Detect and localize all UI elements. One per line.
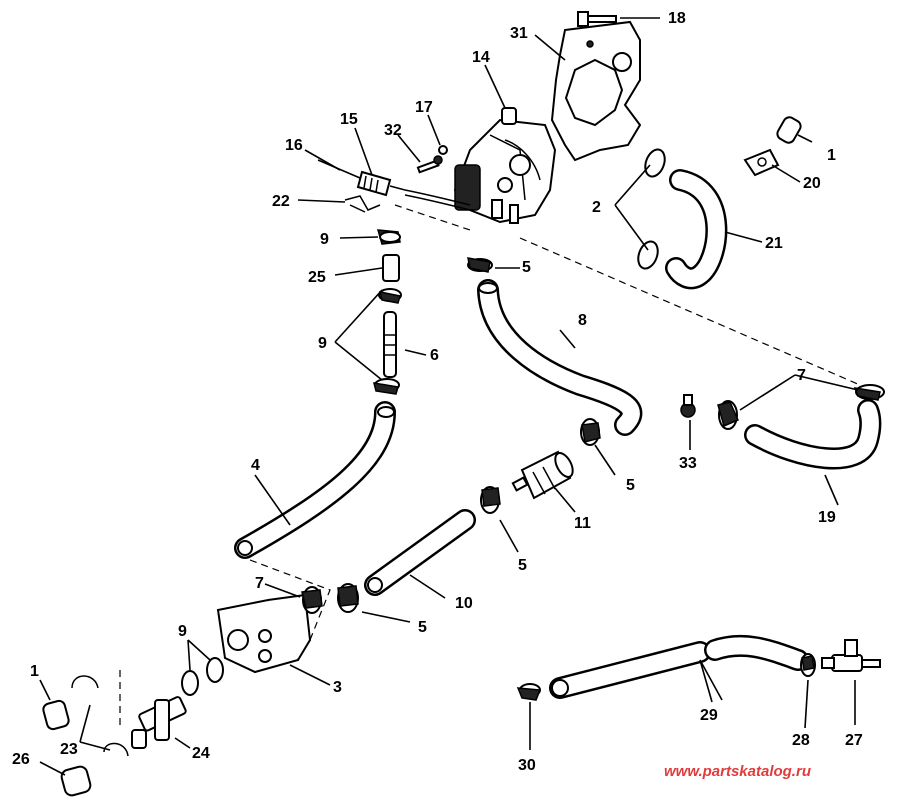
callout-26: 26	[12, 751, 30, 768]
tee-connector-24	[131, 696, 187, 749]
sleeve-25	[382, 254, 400, 282]
assembly-dash-lines	[119, 204, 861, 730]
watermark: www.partskatalog.ru	[664, 763, 811, 780]
clamp-30	[516, 683, 542, 701]
callout-4: 4	[251, 457, 260, 474]
cap-1-top	[776, 116, 802, 144]
callout-8: 8	[578, 312, 587, 329]
cap-1-lower	[42, 699, 70, 731]
hose-10	[364, 509, 476, 596]
callout-9-lower: 9	[178, 623, 187, 640]
callout-7-lower: 7	[255, 575, 264, 592]
callout-1-top: 1	[827, 147, 836, 164]
tank-connector-3	[216, 593, 312, 674]
callout-15: 15	[340, 111, 358, 128]
cap-26	[60, 765, 92, 797]
callout-31: 31	[510, 25, 528, 42]
callout-labels: 18 31 14 17 15 32 16 22 9 25 9 6 5 8 1 2…	[12, 10, 863, 774]
callout-1-lower: 1	[30, 663, 39, 680]
fuel-pump-assembly	[453, 107, 557, 224]
clamp-7-right-lower	[717, 400, 739, 430]
callout-5-filter-left: 5	[518, 557, 527, 574]
callout-28: 28	[792, 732, 810, 749]
clamp-9-top	[376, 229, 401, 245]
clip-22	[344, 195, 381, 213]
clamp-9-lower-b	[206, 657, 224, 683]
screw-32	[416, 155, 443, 174]
callout-27: 27	[845, 732, 863, 749]
screw-33	[680, 394, 696, 418]
callout-18: 18	[668, 10, 686, 27]
fitting-20	[743, 148, 780, 177]
callout-20: 20	[803, 175, 821, 192]
callout-23: 23	[60, 741, 78, 758]
clamp-5-lower	[337, 583, 359, 613]
callout-5-top: 5	[522, 259, 531, 276]
callout-5-filter-right: 5	[626, 477, 635, 494]
connector-6	[383, 311, 397, 378]
clamp-7-right-upper	[853, 384, 885, 401]
hose-29	[549, 634, 809, 699]
callout-17: 17	[415, 99, 433, 116]
callout-3: 3	[333, 679, 342, 696]
clamp-7-lower	[301, 586, 323, 614]
callout-11: 11	[574, 515, 591, 532]
valve-27	[821, 639, 881, 672]
leader-lines	[39, 17, 859, 776]
clamp-9-low	[372, 378, 400, 395]
washer-17	[438, 145, 448, 155]
hose-21	[665, 169, 728, 290]
callout-14: 14	[472, 49, 490, 66]
callout-9-top: 9	[320, 231, 329, 248]
callout-10: 10	[455, 595, 473, 612]
clamp-5-filter-right	[580, 418, 601, 446]
callout-2: 2	[592, 199, 601, 216]
callout-16: 16	[285, 137, 303, 154]
clamp-5-filter-left	[480, 486, 501, 514]
clamp-2-lower	[637, 240, 659, 270]
clamp-28	[800, 653, 816, 677]
callout-9-mid: 9	[318, 335, 327, 352]
callout-33: 33	[679, 455, 697, 472]
clamp-5-top	[467, 257, 493, 273]
callout-30: 30	[518, 757, 536, 774]
callout-5-lower: 5	[418, 619, 427, 636]
fitting-15	[356, 170, 406, 197]
callout-29: 29	[700, 707, 718, 724]
hose-8	[477, 279, 643, 436]
callout-6: 6	[430, 347, 439, 364]
callout-7-right: 7	[797, 367, 806, 384]
callout-19: 19	[818, 509, 836, 526]
callout-25: 25	[308, 269, 326, 286]
fuel-filter-11	[511, 450, 574, 500]
mounting-plate	[550, 20, 642, 162]
clamp-2-upper	[644, 148, 666, 178]
hose-4	[234, 401, 396, 559]
clamp-9-mid	[378, 288, 402, 304]
callout-24: 24	[192, 745, 210, 762]
callout-22: 22	[272, 193, 290, 210]
clamp-9-lower-a	[181, 670, 199, 696]
hose-19	[744, 399, 882, 470]
callout-21: 21	[765, 235, 783, 252]
clip-23-upper	[71, 675, 99, 689]
screw-18	[577, 11, 617, 27]
callout-32: 32	[384, 122, 402, 139]
